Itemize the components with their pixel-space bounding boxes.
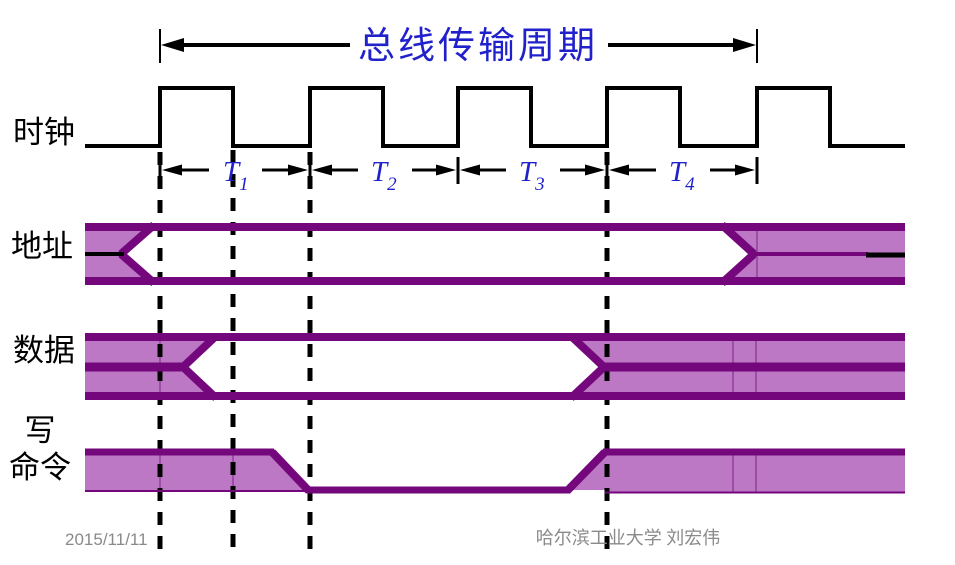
arrowhead [436, 164, 456, 176]
data-top-border [85, 333, 905, 341]
bus-cycle-span-arrow [159, 29, 758, 63]
bus-borders [85, 221, 905, 494]
address-bottom-border [85, 277, 905, 285]
arrowhead [735, 164, 755, 176]
data-label: 数据 [13, 333, 75, 368]
footer-credit: 哈尔滨工业大学 刘宏伟 [536, 528, 721, 548]
data-valid-window [182, 337, 605, 397]
arrowhead [609, 164, 629, 176]
span-arrowhead-left [161, 38, 184, 52]
data-transition-edges [180, 333, 607, 401]
data-bottom-border [85, 392, 905, 400]
address-transition-edges [118, 221, 757, 287]
write-cmd-label-line1: 写 [25, 413, 56, 448]
arrowhead [162, 164, 182, 176]
arrowhead [460, 164, 480, 176]
write-cmd-high-right-fill [605, 450, 905, 493]
clock-waveform [85, 86, 905, 148]
address-valid-window [120, 227, 755, 281]
address-top-border [85, 223, 905, 231]
address-label: 地址 [11, 229, 73, 264]
period-label-t2: T2 [371, 156, 397, 195]
arrowhead [585, 164, 605, 176]
write-cmd-label-line2: 命令 [9, 450, 71, 485]
period-dimension-arrows [158, 157, 759, 184]
arrowhead [288, 164, 308, 176]
write-falling-edge [269, 449, 312, 494]
period-label-t1: T1 [223, 156, 249, 195]
arrowhead [312, 164, 332, 176]
write-rising-edge [564, 449, 608, 494]
page-title: 总线传输周期 [358, 25, 598, 67]
period-label-t3: T3 [519, 156, 545, 195]
span-arrowhead-right [733, 38, 756, 52]
footer-date: 2015/11/11 [65, 530, 148, 549]
write-cmd-high-left-fill [85, 450, 312, 490]
clock-label: 时钟 [13, 115, 75, 150]
period-label-t4: T4 [669, 156, 695, 195]
